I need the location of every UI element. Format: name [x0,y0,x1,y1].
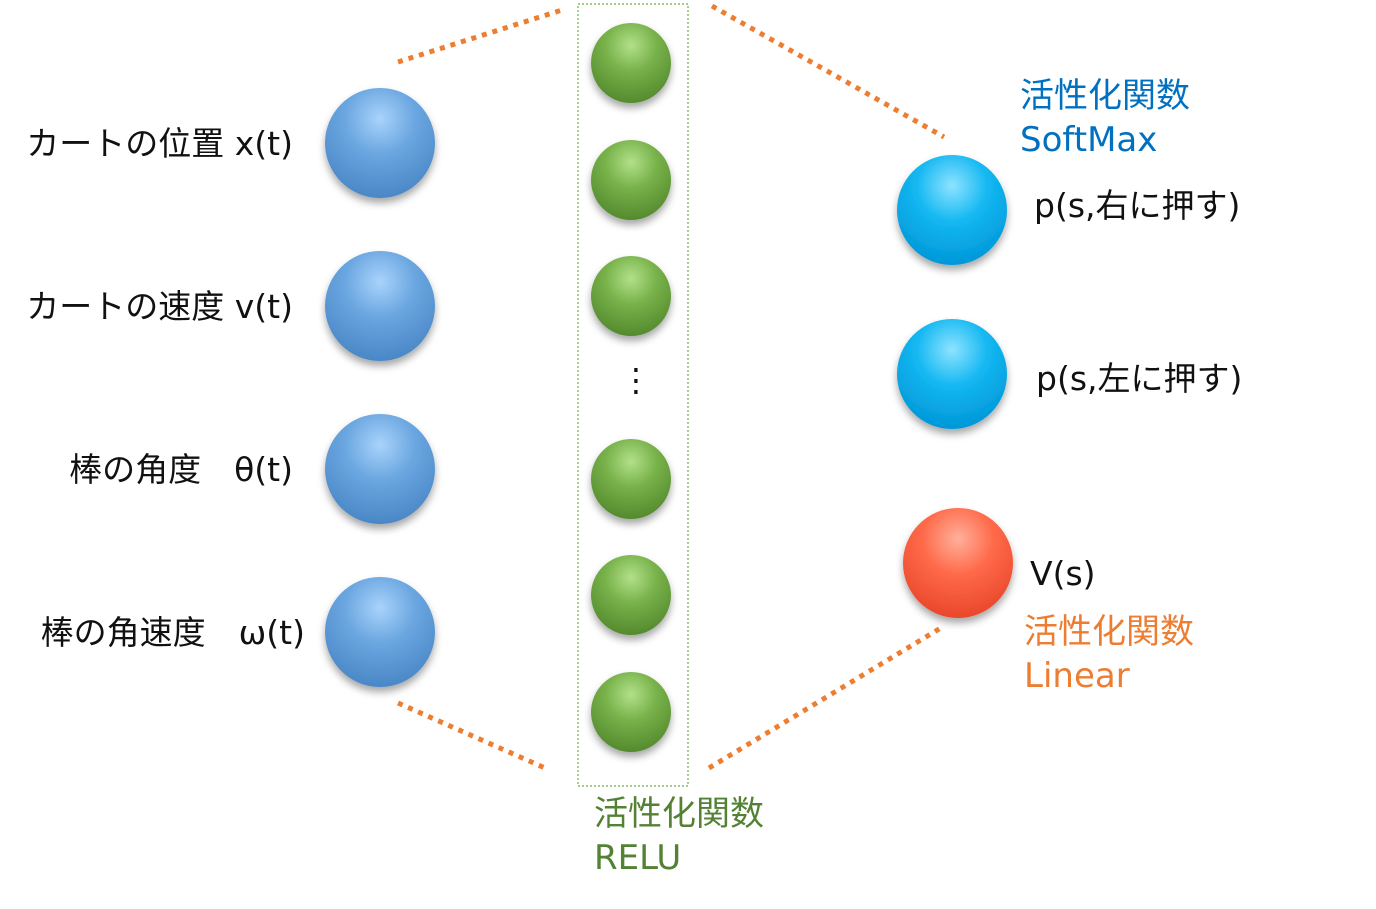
output-label-policy-left: p(s,左に押す) [1036,359,1243,398]
linear-activation-label: 活性化関数 Linear [1024,610,1194,698]
input-node-pole-angle [325,414,435,524]
output-node-policy-right [897,155,1007,265]
input-node-cart-position [325,88,435,198]
hidden-node [591,140,671,220]
connector-output-bottom [707,623,946,771]
input-label-cart-velocity: カートの速度 v(t) [26,287,293,326]
hidden-node [591,672,671,752]
output-node-policy-left [897,319,1007,429]
softmax-activation-name: 活性化関数 [1020,76,1190,116]
hidden-node [591,439,671,519]
connector-input-top [397,7,563,65]
linear-activation-type: Linear [1024,656,1130,696]
input-label-pole-angular-velocity: 棒の角速度 ω(t) [40,613,305,652]
relu-activation-label: 活性化関数 RELU [594,792,764,880]
relu-activation-type: RELU [594,838,682,878]
hidden-node [591,23,671,103]
output-node-value [903,508,1013,618]
connector-output-top [710,3,946,140]
input-node-cart-velocity [325,251,435,361]
input-label-pole-angle: 棒の角度 θ(t) [69,450,293,489]
hidden-node [591,256,671,336]
relu-activation-name: 活性化関数 [594,794,764,834]
hidden-layer-frame [577,3,689,787]
softmax-activation-label: 活性化関数 SoftMax [1020,74,1190,162]
input-label-cart-position: カートの位置 x(t) [26,124,293,163]
output-label-policy-right: p(s,右に押す) [1034,186,1241,225]
linear-activation-name: 活性化関数 [1024,612,1194,652]
connector-input-bottom [396,700,547,771]
hidden-node [591,555,671,635]
hidden-ellipsis: ⋮ [620,361,652,399]
softmax-activation-type: SoftMax [1020,120,1158,160]
input-node-pole-angular-velocity [325,577,435,687]
output-label-value: V(s) [1030,554,1096,593]
